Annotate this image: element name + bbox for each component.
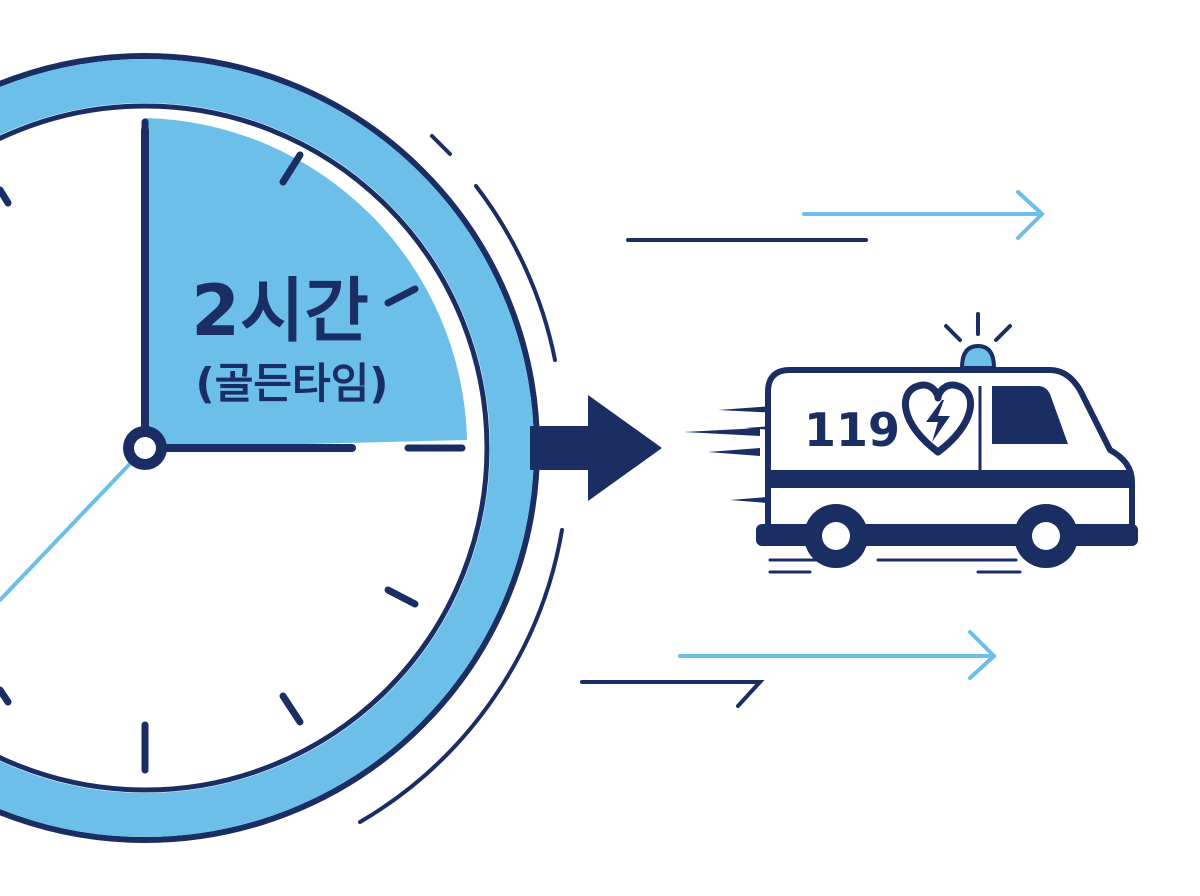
clock-center-pin-hole <box>134 437 156 459</box>
arrow-shaft <box>530 426 592 470</box>
siren-ray-left <box>944 324 962 342</box>
speed-arrow-lower-head <box>736 680 765 708</box>
arrow-right-icon <box>530 395 662 501</box>
wheel-icon <box>804 504 1078 568</box>
rear-wheel-hub <box>822 522 850 550</box>
motion-arc-upper <box>474 184 557 362</box>
tick-11 <box>0 186 12 207</box>
speed-lines <box>580 190 1045 708</box>
speed-arrow-bottom-head <box>968 630 997 680</box>
ambulance-icon: 119 <box>684 312 1138 574</box>
clock-icon: 2시간 (골든타임) <box>0 53 540 843</box>
clock-title: 2시간 <box>191 270 369 352</box>
ground-lines <box>768 558 1022 574</box>
tick-4 <box>384 586 419 608</box>
streak-4 <box>708 448 760 456</box>
motion-arc-dash <box>430 134 452 156</box>
tick-2 <box>384 285 419 307</box>
speed-arrow-top-head <box>1016 190 1045 240</box>
bolt-icon <box>926 400 950 442</box>
clock-subtitle: (골든타임) <box>196 359 389 408</box>
arrow-head <box>588 395 662 501</box>
tick-5 <box>279 692 304 726</box>
front-wheel-hub <box>1032 522 1060 550</box>
siren-dome <box>959 343 997 370</box>
clock-bezel <box>0 59 534 837</box>
ambulance-number: 119 <box>804 403 900 457</box>
clock-second-hand <box>0 446 147 602</box>
ambulance-window <box>992 386 1068 444</box>
siren-ray-right <box>994 324 1012 342</box>
tick-7 <box>0 686 12 706</box>
siren-light-icon <box>944 312 1012 370</box>
motion-arc-lower <box>358 528 564 824</box>
heart-bolt-icon <box>902 381 974 456</box>
clock-motion-arcs <box>358 134 564 824</box>
tick-1 <box>279 151 304 186</box>
streak-3 <box>684 428 760 436</box>
golden-time-sector <box>145 118 467 448</box>
siren-rays <box>944 312 1012 342</box>
ambulance-stripe <box>768 470 1132 488</box>
